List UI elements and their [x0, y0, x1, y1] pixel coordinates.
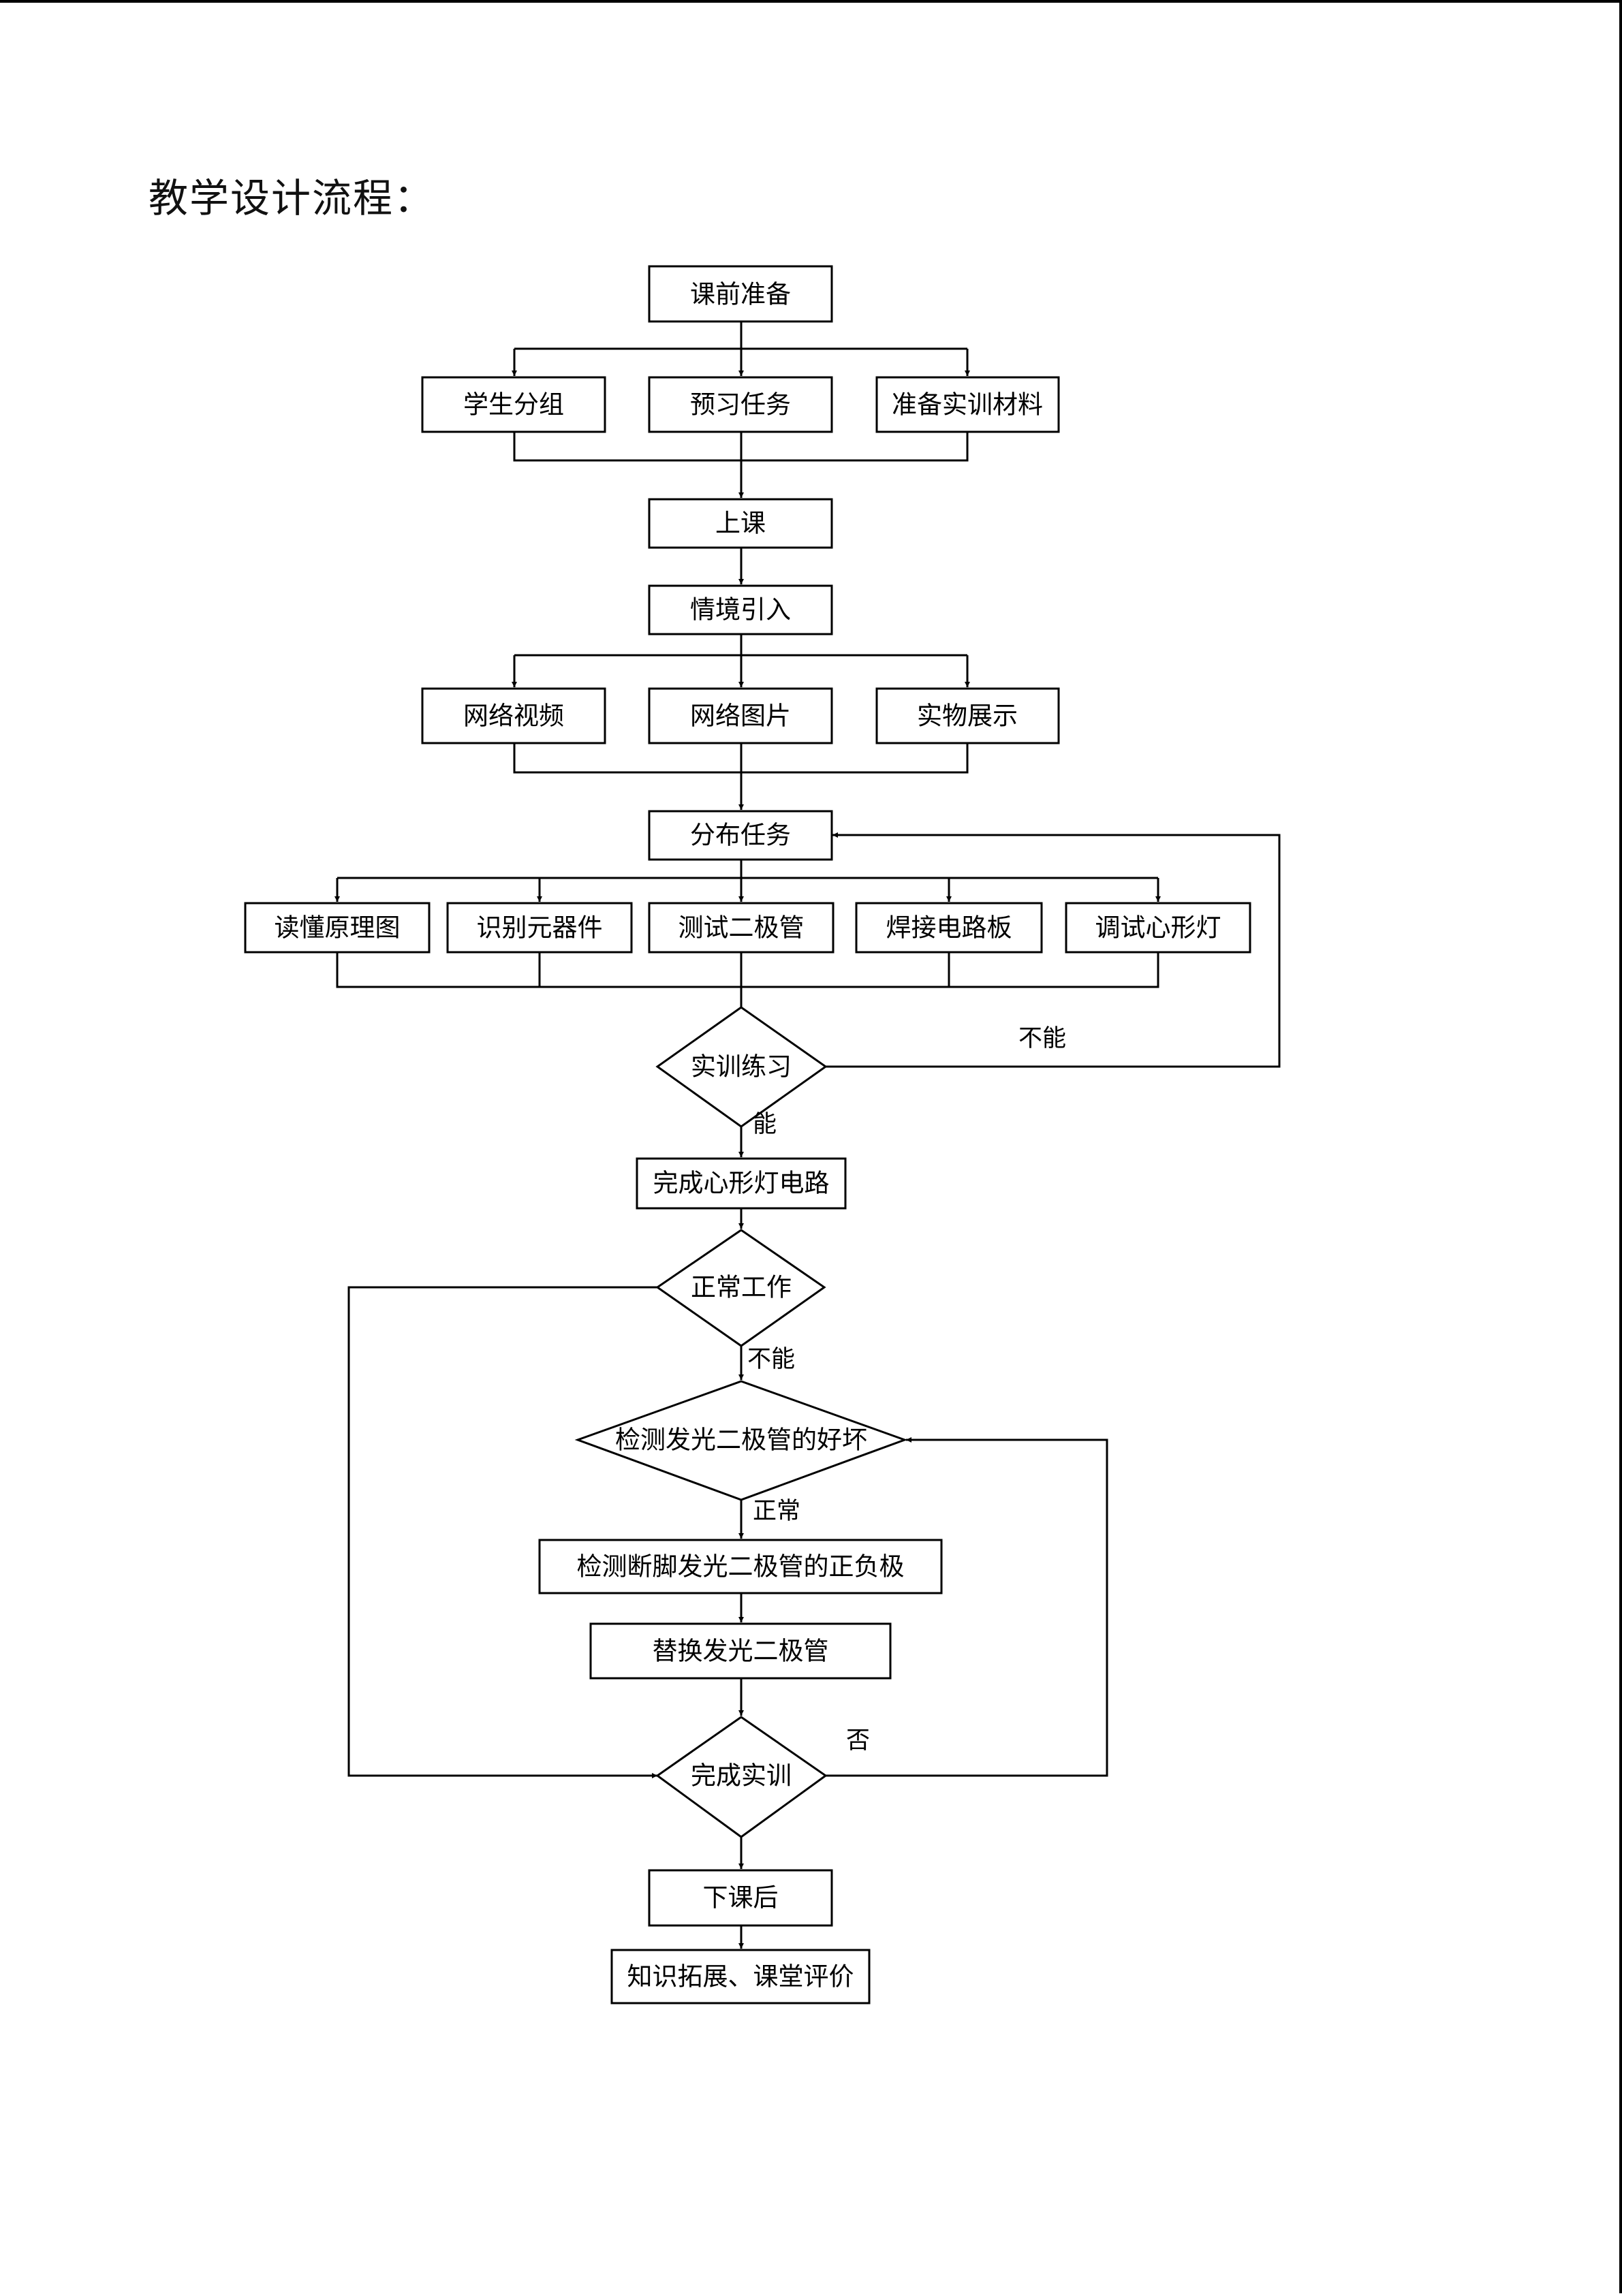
node-label: 实物展示	[917, 702, 1018, 731]
loop-back-arrow	[826, 832, 1281, 1068]
decision-practice: 实训练习	[655, 1006, 828, 1128]
node-label: 上课	[715, 509, 766, 538]
connector-line	[336, 952, 1159, 988]
node-label: 知识拓展、课堂评价	[627, 1962, 854, 1992]
node-identify-components: 识别元器件	[446, 902, 633, 954]
node-label: 学生分组	[463, 390, 564, 420]
node-label: 读懂原理图	[275, 913, 401, 943]
node-in-class: 上课	[648, 498, 833, 549]
node-extension: 知识拓展、课堂评价	[610, 1949, 871, 2004]
node-prepare-materials: 准备实训材料	[875, 376, 1060, 433]
edge-label-complete-no: 否	[846, 1727, 870, 1755]
decision-works-normally: 正常工作	[655, 1229, 826, 1347]
decision-complete-training: 完成实训	[655, 1716, 828, 1838]
node-label: 网络图片	[690, 702, 791, 731]
node-online-images: 网络图片	[648, 687, 833, 744]
node-pre-class: 课前准备	[648, 265, 833, 323]
node-online-video: 网络视频	[421, 687, 606, 744]
edge-label-check-normal: 正常	[753, 1498, 800, 1525]
node-solder-board: 焊接电路板	[855, 902, 1043, 954]
node-label: 课前准备	[690, 280, 791, 309]
node-test-diode: 测试二极管	[648, 902, 835, 954]
node-physical-display: 实物展示	[875, 687, 1060, 744]
teaching-design-flowchart: 课前准备 学生分组 预习任务 准备实训材料 上课 情境引入 网络视频 网络图片	[244, 265, 1281, 2004]
node-check-polarity: 检测断脚发光二极管的正负极	[538, 1539, 943, 1594]
node-label: 测试二极管	[679, 913, 805, 943]
node-label: 准备实训材料	[892, 390, 1043, 420]
node-label: 焊接电路板	[886, 913, 1012, 943]
node-label: 预习任务	[690, 390, 791, 420]
decision-label: 实训练习	[691, 1052, 792, 1082]
node-finish-circuit: 完成心形灯电路	[636, 1157, 847, 1210]
node-label: 替换发光二极管	[653, 1637, 829, 1666]
flowchart-connectors	[334, 321, 1281, 1949]
node-label: 分布任务	[690, 821, 791, 850]
node-read-schematic: 读懂原理图	[244, 902, 431, 954]
node-assign-tasks: 分布任务	[648, 810, 833, 861]
node-replace-led: 替换发光二极管	[589, 1622, 892, 1680]
node-student-groups: 学生分组	[421, 376, 606, 433]
node-label: 识别元器件	[477, 913, 603, 943]
node-label: 完成心形灯电路	[653, 1169, 830, 1198]
node-label: 网络视频	[463, 702, 564, 731]
node-label: 调试心形灯	[1095, 913, 1221, 943]
decision-label: 正常工作	[691, 1273, 792, 1302]
decision-label: 完成实训	[691, 1761, 792, 1791]
node-scenario-intro: 情境引入	[648, 584, 833, 635]
node-label: 下课后	[703, 1883, 779, 1913]
page-title: 教学设计流程：	[149, 175, 435, 221]
decision-check-led: 检测发光二极管的好坏	[574, 1380, 908, 1501]
decision-label: 检测发光二极管的好坏	[615, 1426, 867, 1455]
node-label: 情境引入	[690, 595, 791, 625]
node-label: 检测断脚发光二极管的正负极	[577, 1552, 905, 1582]
edge-label-practice-yes: 能	[753, 1111, 777, 1138]
edge-label-works-no: 不能	[747, 1346, 795, 1373]
loop-back-arrow	[826, 1437, 1108, 1777]
bypass-arrow	[347, 1286, 657, 1778]
node-preview-task: 预习任务	[648, 376, 833, 433]
edge-label-practice-no: 不能	[1018, 1025, 1066, 1052]
node-debug-heart-light: 调试心形灯	[1065, 902, 1251, 954]
node-after-class: 下课后	[648, 1869, 833, 1927]
